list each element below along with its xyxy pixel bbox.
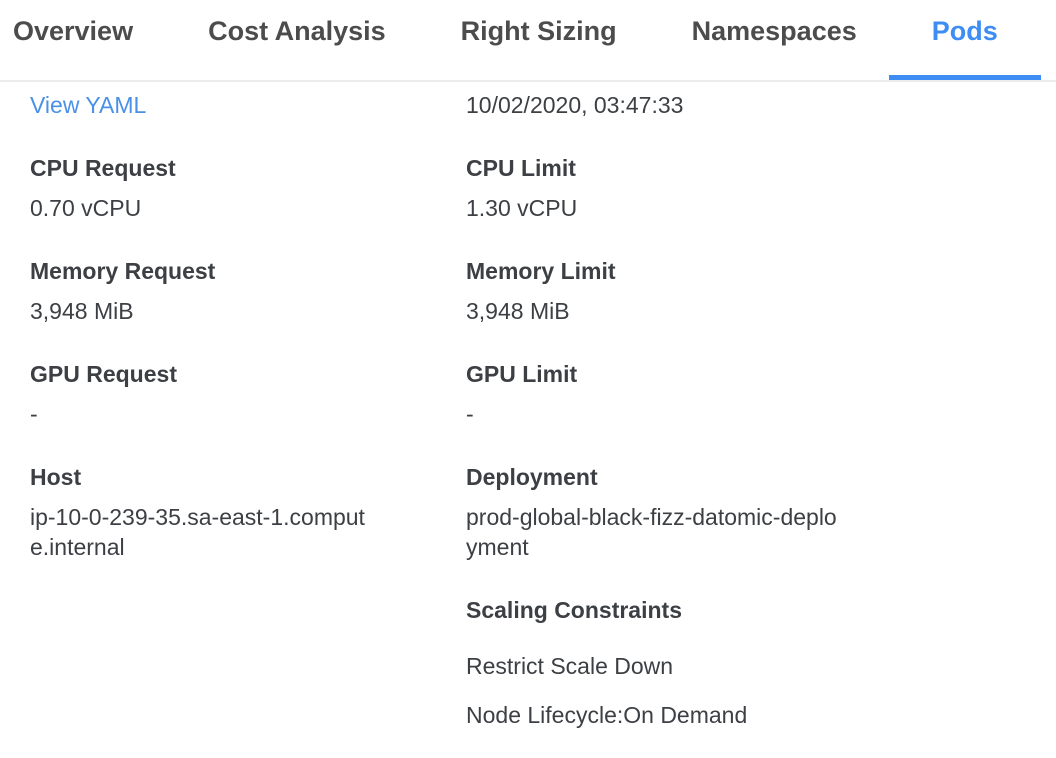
deployment-link[interactable]: prod-global-black-fizz-datomic-deploymen… xyxy=(466,504,837,560)
cpu-limit-value: 1.30 vCPU xyxy=(466,195,578,221)
memory-request-label: Memory Request xyxy=(30,258,216,284)
tab-overview[interactable]: Overview xyxy=(13,16,134,46)
gpu-request-value: - xyxy=(30,401,38,427)
tab-pods[interactable]: Pods xyxy=(888,0,1041,80)
host-field: Host ip-10-0-239-35.sa-east-1.compute.in… xyxy=(30,462,466,562)
scaling-constraint-node-lifecycle: Node Lifecycle:On Demand xyxy=(466,702,748,728)
gpu-request-field: GPU Request - xyxy=(30,359,466,429)
tab-right-sizing[interactable]: Right Sizing xyxy=(460,16,617,46)
host-label: Host xyxy=(30,464,82,490)
gpu-limit-label: GPU Limit xyxy=(466,361,578,387)
gpu-limit-field: GPU Limit - xyxy=(466,359,1026,429)
scaling-constraint-restrict-scale-down: Restrict Scale Down xyxy=(466,653,674,679)
deployment-label: Deployment xyxy=(466,464,598,490)
cpu-request-label: CPU Request xyxy=(30,155,176,181)
pod-details-panel: View YAML 10/02/2020, 03:47:33 CPU Reque… xyxy=(0,82,1056,730)
gpu-request-label: GPU Request xyxy=(30,361,177,387)
scaling-constraints-label: Scaling Constraints xyxy=(466,597,682,623)
created-timestamp: 10/02/2020, 03:47:33 xyxy=(466,92,684,118)
tab-bar: Overview Cost Analysis Right Sizing Name… xyxy=(0,0,1056,82)
cpu-request-field: CPU Request 0.70 vCPU xyxy=(30,153,466,223)
cpu-request-value: 0.70 vCPU xyxy=(30,195,142,221)
memory-limit-value: 3,948 MiB xyxy=(466,298,570,324)
tab-namespaces[interactable]: Namespaces xyxy=(691,16,857,46)
memory-request-field: Memory Request 3,948 MiB xyxy=(30,256,466,326)
cpu-limit-label: CPU Limit xyxy=(466,155,576,181)
deployment-field: Deployment prod-global-black-fizz-datomi… xyxy=(466,462,1026,562)
memory-limit-field: Memory Limit 3,948 MiB xyxy=(466,256,1026,326)
gpu-limit-value: - xyxy=(466,401,474,427)
host-link[interactable]: ip-10-0-239-35.sa-east-1.compute.interna… xyxy=(30,504,365,560)
memory-limit-label: Memory Limit xyxy=(466,258,616,284)
view-yaml-link[interactable]: View YAML xyxy=(30,92,147,118)
cpu-limit-field: CPU Limit 1.30 vCPU xyxy=(466,153,1026,223)
memory-request-value: 3,948 MiB xyxy=(30,298,134,324)
tab-cost-analysis[interactable]: Cost Analysis xyxy=(208,16,386,46)
